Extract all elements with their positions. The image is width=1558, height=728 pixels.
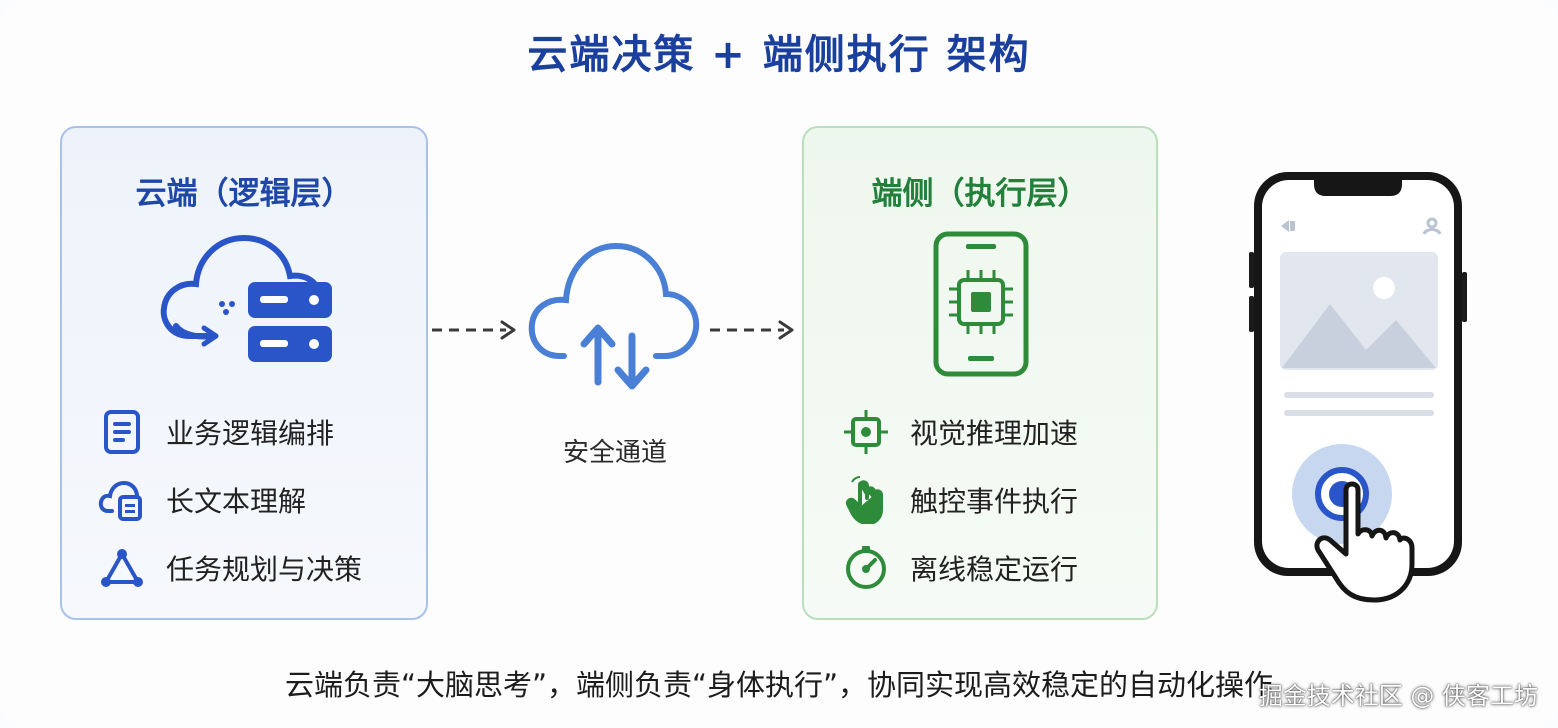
cloud-document-icon xyxy=(98,476,146,524)
feature-label: 视觉推理加速 xyxy=(910,417,1079,450)
cloud-server-icon xyxy=(160,234,332,362)
feature-label: 业务逻辑编排 xyxy=(166,417,335,450)
watermark: 掘金技术社区 @ 侠客工坊 xyxy=(1258,682,1538,710)
cloud-panel-title: 云端（逻辑层） xyxy=(135,176,353,212)
cloud-logic-panel: 云端（逻辑层） 业务逻辑编排 xyxy=(60,126,428,620)
cloud-sync-icon xyxy=(528,242,700,390)
channel-label: 安全通道 xyxy=(562,438,667,468)
user-icon xyxy=(1422,217,1442,235)
feature-item: 任务规划与决策 xyxy=(98,544,362,592)
feature-label: 离线稳定运行 xyxy=(910,553,1079,586)
feature-item: 视觉推理加速 xyxy=(842,408,1078,456)
pointing-hand-icon xyxy=(1314,481,1415,603)
dashed-arrow-right-icon xyxy=(710,320,794,340)
dashed-arrow-right-icon xyxy=(432,320,516,340)
feature-item: 长文本理解 xyxy=(98,476,306,524)
feature-item: 触控事件执行 xyxy=(842,476,1078,524)
document-icon xyxy=(98,408,146,456)
diagram-title: 云端决策 + 端侧执行 架构 xyxy=(527,32,1031,78)
device-execution-panel: 端侧（执行层） 视觉推理加速 xyxy=(802,126,1158,620)
chip-target-icon xyxy=(842,408,890,456)
tap-hand-icon xyxy=(842,476,890,524)
device-panel-title: 端侧（执行层） xyxy=(871,176,1089,212)
phone-chip-icon xyxy=(933,231,1029,377)
network-triangle-icon xyxy=(98,544,146,592)
gauge-icon xyxy=(842,544,890,592)
smartphone-illustration xyxy=(1249,172,1467,603)
back-icon xyxy=(1281,220,1295,232)
diagram-caption: 云端负责“大脑思考”，端侧负责“身体执行”，协同实现高效稳定的自动化操作 xyxy=(284,668,1274,702)
feature-label: 触控事件执行 xyxy=(910,485,1079,518)
feature-item: 业务逻辑编排 xyxy=(98,408,334,456)
feature-item: 离线稳定运行 xyxy=(842,544,1078,592)
feature-label: 任务规划与决策 xyxy=(166,553,363,586)
feature-label: 长文本理解 xyxy=(166,485,307,518)
